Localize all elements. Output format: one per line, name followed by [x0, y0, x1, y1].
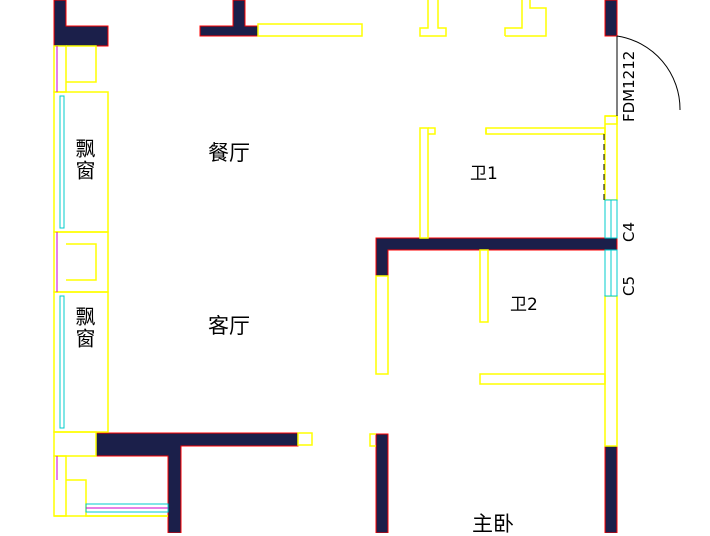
- wall-bottom-left: [95, 432, 299, 533]
- windows: [56, 46, 618, 513]
- solid-walls: [53, 0, 618, 533]
- room-label-master: 主卧: [472, 512, 514, 536]
- window-tag-c5: C5: [620, 275, 638, 296]
- wall-top-mid: [199, 0, 259, 37]
- room-label-bay-window-2: 飘窗: [72, 306, 96, 350]
- wall-bottom-right: [604, 445, 618, 533]
- room-label-bay-window-1: 飘窗: [72, 138, 96, 182]
- door-tag: FDM1212: [620, 50, 638, 122]
- wall-mid-partition: [375, 237, 618, 277]
- room-label-bath1: 卫1: [470, 164, 498, 184]
- room-label-dining: 餐厅: [208, 141, 250, 165]
- room-label-living: 客厅: [208, 314, 250, 338]
- wall-outlines: [53, 0, 618, 517]
- window-tag-c4: C4: [620, 221, 638, 242]
- wall-bottom-center: [375, 433, 389, 533]
- door-swing: [603, 35, 681, 200]
- room-label-bath2: 卫2: [510, 295, 538, 315]
- wall-top-left: [53, 0, 109, 47]
- wall-top-right: [604, 0, 618, 37]
